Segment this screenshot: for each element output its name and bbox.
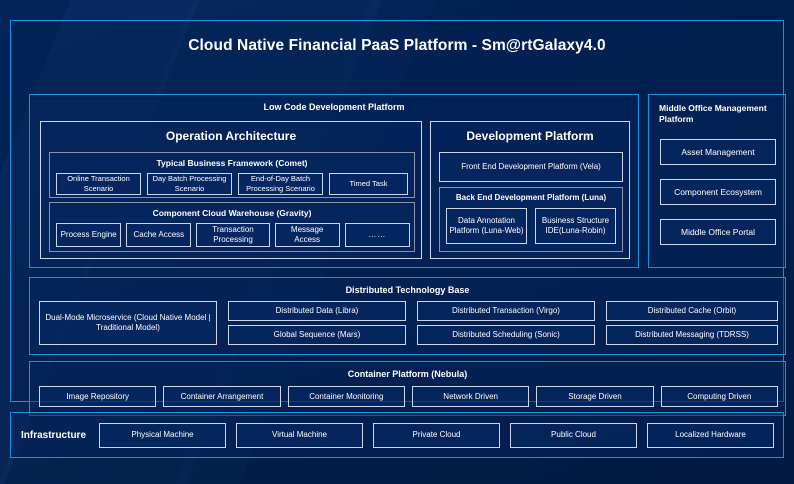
- distributed-technology-base-panel: Distributed Technology Base Dual-Mode Mi…: [29, 277, 786, 355]
- middle-office-portal-box[interactable]: Middle Office Portal: [660, 219, 776, 245]
- container-monitoring-box[interactable]: Container Monitoring: [287, 386, 405, 407]
- development-platform-group: Development Platform Front End Developme…: [430, 121, 630, 259]
- component-box[interactable]: Cache Access: [126, 223, 192, 247]
- image-repository-box[interactable]: Image Repository: [39, 386, 157, 407]
- low-code-development-platform-panel: Low Code Development Platform Operation …: [29, 94, 639, 268]
- distributed-messaging-box[interactable]: Distributed Messaging (TDRSS): [606, 325, 778, 345]
- infrastructure-label: Infrastructure: [21, 429, 87, 441]
- computing-driven-box[interactable]: Computing Driven: [660, 386, 778, 407]
- distributed-cache-box[interactable]: Distributed Cache (Orbit): [606, 301, 778, 321]
- component-box-more[interactable]: ……: [344, 223, 410, 247]
- physical-machine-box[interactable]: Physical Machine: [99, 422, 226, 448]
- middle-office-title: Middle Office Management Platform: [659, 103, 767, 124]
- component-box[interactable]: Message Access: [274, 223, 340, 247]
- low-code-platform-title: Low Code Development Platform: [263, 102, 405, 112]
- network-driven-box[interactable]: Network Driven: [411, 386, 530, 407]
- asset-management-box[interactable]: Asset Management: [660, 139, 776, 165]
- container-arrangement-box[interactable]: Container Arrangement: [163, 386, 281, 407]
- platform-outer-frame: Cloud Native Financial PaaS Platform - S…: [10, 20, 786, 416]
- infrastructure-panel: Infrastructure Physical Machine Virtual …: [10, 412, 784, 458]
- component-cloud-warehouse-group: Component Cloud Warehouse (Gravity) Proc…: [49, 202, 415, 252]
- distributed-technology-base-title: Distributed Technology Base: [345, 285, 470, 295]
- scenario-box[interactable]: Online Transaction Scenario: [56, 173, 141, 195]
- back-end-platform-title: Back End Development Platform (Luna): [455, 193, 607, 202]
- global-sequence-box[interactable]: Global Sequence (Mars): [228, 325, 406, 345]
- scenario-box[interactable]: Timed Task: [329, 173, 408, 195]
- scenario-box[interactable]: Day Batch Processing Scenario: [147, 173, 232, 195]
- scenario-box[interactable]: End-of-Day Batch Processing Scenario: [238, 173, 323, 195]
- virtual-machine-box[interactable]: Virtual Machine: [236, 422, 363, 448]
- component-ecosystem-box[interactable]: Component Ecosystem: [660, 179, 776, 205]
- distributed-data-box[interactable]: Distributed Data (Libra): [228, 301, 406, 321]
- public-cloud-box[interactable]: Public Cloud: [510, 422, 637, 448]
- localized-hardware-box[interactable]: Localized Hardware: [647, 422, 774, 448]
- back-end-platform-group: Back End Development Platform (Luna) Dat…: [439, 187, 623, 252]
- business-structure-ide-box[interactable]: Business Structure IDE(Luna-Robin): [535, 208, 616, 244]
- typical-business-framework-group: Typical Business Framework (Comet) Onlin…: [49, 152, 415, 198]
- component-box[interactable]: Transaction Processing: [196, 223, 270, 247]
- front-end-platform-box[interactable]: Front End Development Platform (Vela): [439, 152, 623, 182]
- gravity-title: Component Cloud Warehouse (Gravity): [152, 208, 312, 218]
- component-box[interactable]: Process Engine: [56, 223, 122, 247]
- dual-mode-microservice-box[interactable]: Dual-Mode Microservice (Cloud Native Mod…: [39, 301, 217, 345]
- middle-office-management-panel: Middle Office Management Platform Asset …: [648, 94, 786, 268]
- operation-architecture-group: Operation Architecture Typical Business …: [40, 121, 422, 259]
- development-platform-title: Development Platform: [466, 129, 594, 143]
- distributed-scheduling-box[interactable]: Distributed Scheduling (Sonic): [417, 325, 595, 345]
- page-title: Cloud Native Financial PaaS Platform - S…: [188, 37, 606, 54]
- private-cloud-box[interactable]: Private Cloud: [373, 422, 500, 448]
- container-platform-title: Container Platform (Nebula): [347, 369, 468, 379]
- storage-driven-box[interactable]: Storage Driven: [536, 386, 654, 407]
- operation-architecture-title: Operation Architecture: [165, 129, 297, 143]
- distributed-transaction-box[interactable]: Distributed Transaction (Virgo): [417, 301, 595, 321]
- comet-title: Typical Business Framework (Comet): [156, 158, 308, 168]
- container-platform-panel: Container Platform (Nebula) Image Reposi…: [29, 361, 786, 416]
- data-annotation-platform-box[interactable]: Data Annotation Platform (Luna-Web): [446, 208, 527, 244]
